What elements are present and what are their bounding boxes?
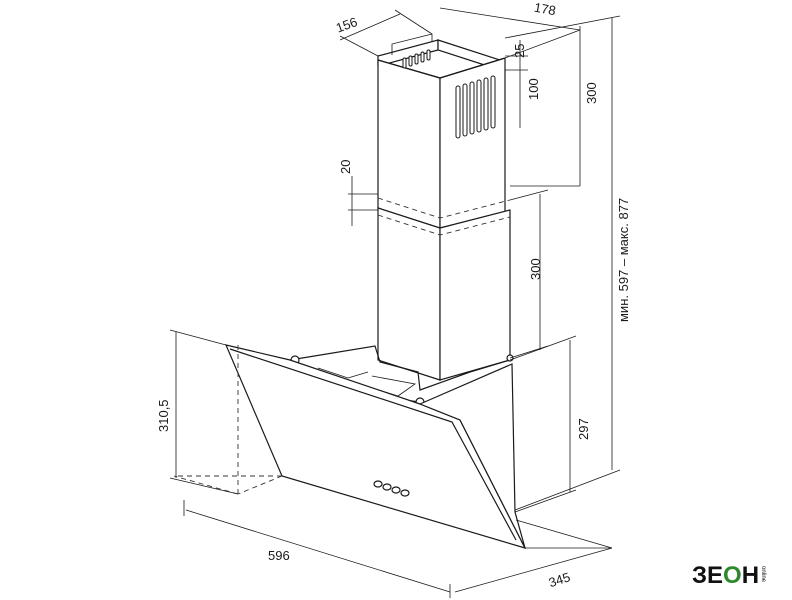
dim-slot-height: 100: [526, 78, 541, 100]
vent-slots-right: [455, 75, 496, 139]
dim-lower-chimney: 300: [528, 258, 543, 280]
upper-chimney: [377, 33, 506, 229]
dim-hood-width: 596: [268, 548, 290, 563]
dimension-lines: [169, 7, 621, 598]
lower-chimney: [377, 197, 511, 381]
control-buttons: [373, 480, 410, 497]
dim-total-height: мин. 597 – макс. 877: [616, 198, 631, 322]
dim-slot-offset: 25: [512, 44, 527, 58]
logo-text-post: Н: [741, 562, 760, 589]
dim-hood-front-height: 310,5: [156, 399, 171, 432]
dim-overlap-gap: 20: [338, 160, 353, 174]
dim-chimney-width: 156: [334, 14, 360, 36]
dim-upper-chimney: 300: [584, 82, 599, 104]
dimension-labels: 156 178 25 100 300 20 300 мин. 597 – мак…: [156, 0, 631, 590]
logo-text-o: О: [723, 562, 742, 589]
dim-chimney-depth: 178: [533, 0, 557, 18]
logo-subtext: online: [760, 566, 766, 583]
brand-logo: ЗЕОН online: [692, 562, 766, 590]
dim-hood-back-height: 297: [576, 418, 591, 440]
hood-body: [173, 342, 527, 549]
vent-slots-left: [402, 49, 431, 69]
dim-hood-depth: 345: [547, 569, 572, 590]
logo-text-pre: ЗЕ: [692, 562, 724, 589]
